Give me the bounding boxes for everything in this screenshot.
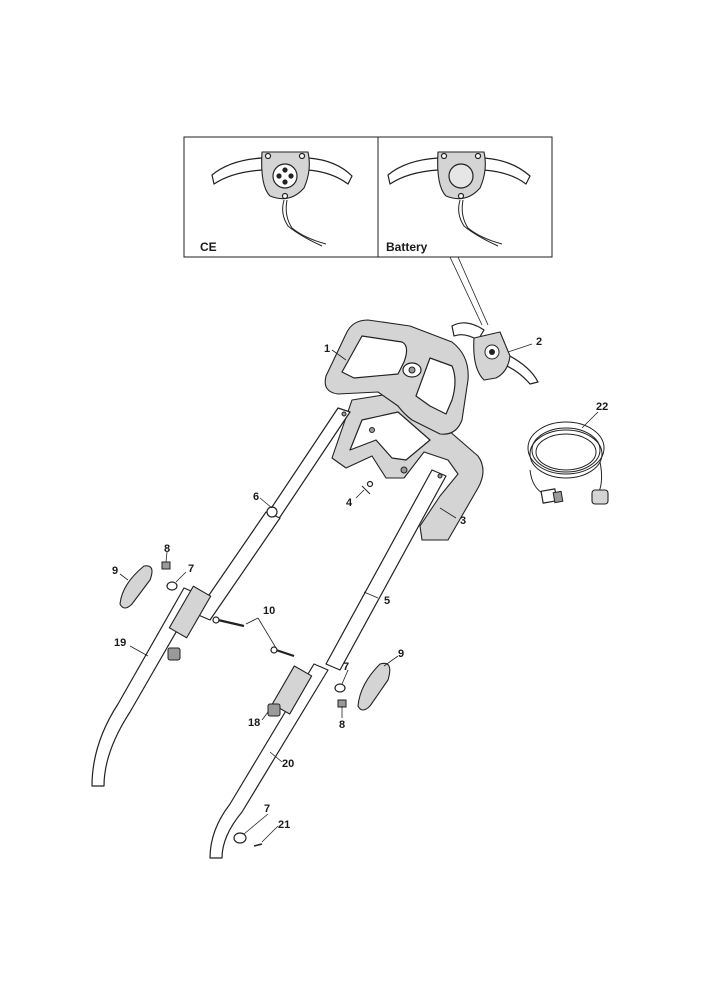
callout-4: 4 <box>346 497 353 509</box>
upper-handle-part-1 <box>324 319 469 435</box>
grip-part-9-right <box>357 662 391 711</box>
power-cable-part-22 <box>527 421 609 505</box>
callout-19: 19 <box>114 637 126 649</box>
ce-variant-label: CE <box>200 240 217 254</box>
knob-part-18 <box>267 703 281 717</box>
callout-18: 18 <box>248 717 260 729</box>
callout-1: 1 <box>324 343 330 355</box>
callout-3: 3 <box>460 515 466 527</box>
callout-20: 20 <box>282 758 294 770</box>
callout-8-right: 8 <box>339 719 345 731</box>
grip-part-9-left <box>119 565 153 609</box>
callout-7-bottom: 7 <box>264 803 270 815</box>
left-lower-tube-part-6 <box>195 407 351 621</box>
callout-labels: 1 2 3 4 5 6 7 7 7 8 8 9 9 10 18 19 20 21… <box>112 336 608 831</box>
nut-part-8-left <box>161 561 171 570</box>
screw-part-21 <box>253 843 263 847</box>
bolts-part-10 <box>212 616 295 658</box>
washer-part-7-left <box>166 581 178 591</box>
callout-7-right: 7 <box>343 661 349 673</box>
battery-variant-label: Battery <box>386 240 428 254</box>
right-lower-tube-part-5 <box>325 469 447 671</box>
callout-9-left: 9 <box>112 565 118 577</box>
battery-switch-box-illustration <box>387 151 531 247</box>
knob-part-18-left <box>167 647 181 661</box>
callout-5: 5 <box>384 595 390 607</box>
ce-switch-box-illustration <box>211 151 353 247</box>
leader-lines <box>119 343 599 843</box>
washer-part-7-right <box>334 683 346 693</box>
callout-22: 22 <box>596 401 608 413</box>
callout-21: 21 <box>278 819 290 831</box>
callout-8-left: 8 <box>164 543 170 555</box>
screw-part-4 <box>361 480 374 495</box>
switch-box-part-2 <box>451 322 539 385</box>
left-lower-tube-part-19 <box>91 585 212 787</box>
callout-2: 2 <box>536 336 542 348</box>
callout-10: 10 <box>263 605 275 617</box>
callout-6: 6 <box>253 491 259 503</box>
switch-variants-inset: CE Battery <box>183 136 553 326</box>
callout-7-left: 7 <box>188 563 194 575</box>
washer-part-7-bottom <box>233 832 247 844</box>
right-lower-tube-part-20 <box>209 663 329 859</box>
nut-part-8-right <box>337 699 347 708</box>
callout-9-right: 9 <box>398 648 404 660</box>
